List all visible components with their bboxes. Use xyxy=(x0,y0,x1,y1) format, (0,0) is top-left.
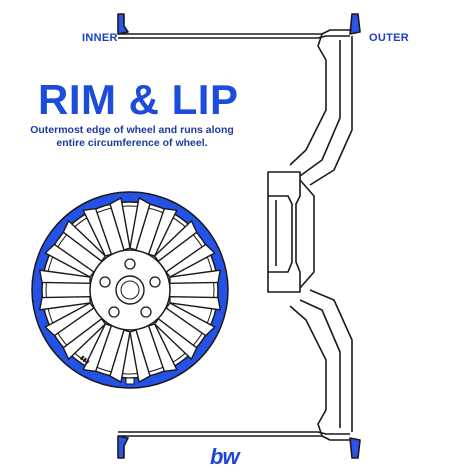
svg-text:▮▮▮: ▮▮▮ xyxy=(79,354,91,366)
page-title: RIM & LIP xyxy=(38,76,239,123)
inner-label: INNER xyxy=(82,32,118,44)
description-text: Outermost edge of wheel and runs along e… xyxy=(30,124,234,149)
outer-label: OUTER xyxy=(369,32,409,44)
bw-logo-icon: bw xyxy=(210,444,240,469)
